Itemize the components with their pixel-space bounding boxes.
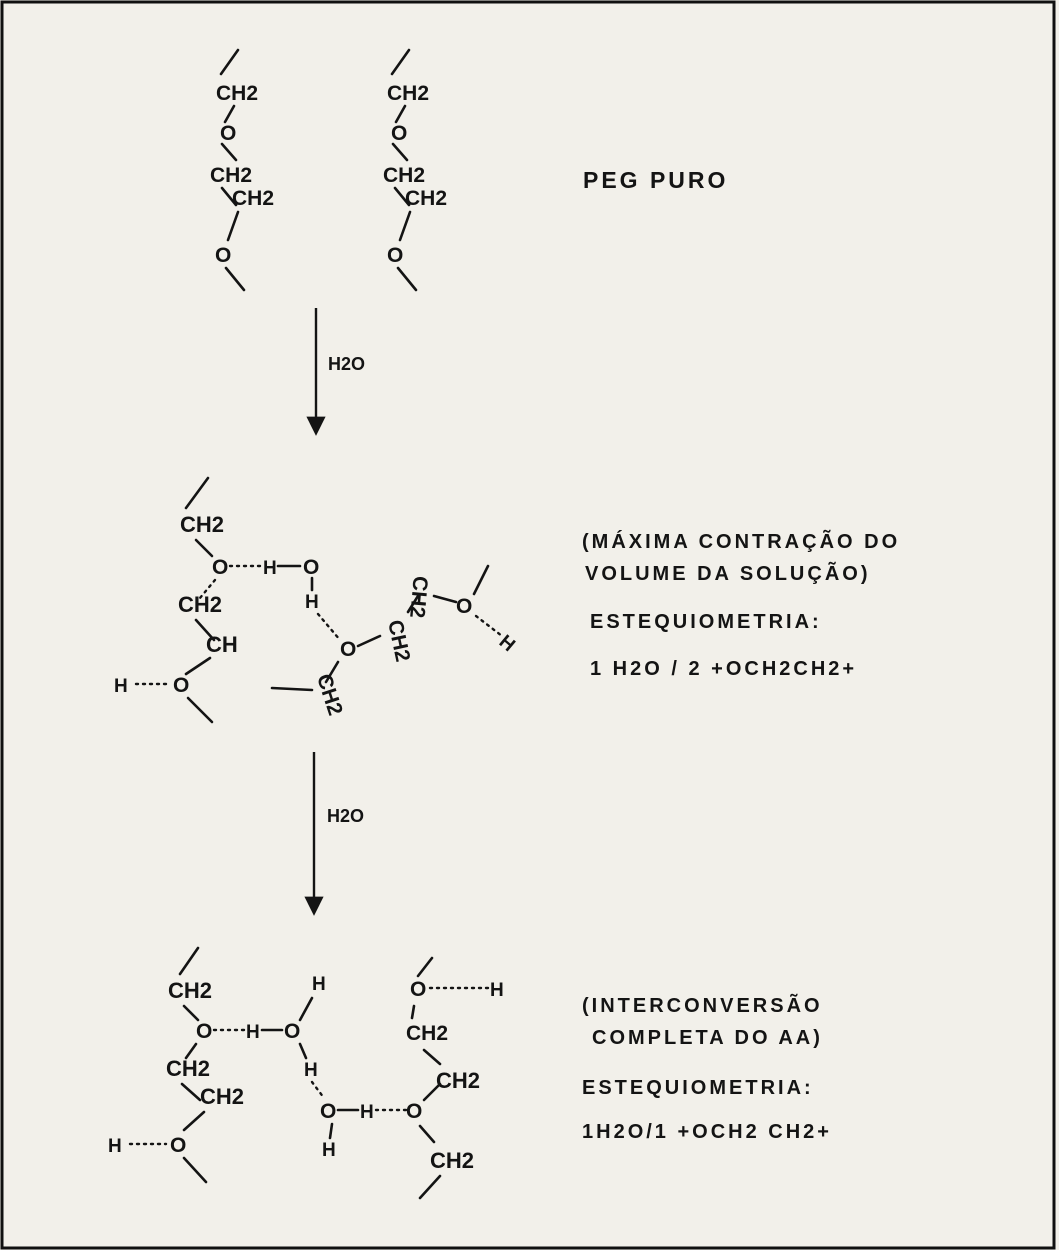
atom-ch2: CH2 [210, 164, 252, 187]
label-stoichiometry-title-1: ESTEQUIOMETRIA: [590, 611, 822, 633]
arrow-1: H2O [306, 308, 365, 436]
atom-o: O [340, 638, 356, 661]
atom-h: H [246, 1022, 260, 1043]
atom-o: O [320, 1100, 336, 1123]
label-max-contraction-line2: VOLUME DA SOLUÇÃO) [585, 562, 870, 585]
atom-o: O [170, 1134, 186, 1157]
label-stoichiometry-2: 1H2O/1 +OCH2 CH2+ [582, 1121, 832, 1143]
atom-o: O [215, 244, 231, 267]
atom-ch2: CH2 [405, 575, 432, 619]
atom-h: H [322, 1140, 336, 1161]
atom-ch2: CH2 [232, 187, 274, 210]
atom-ch2: CH2 [180, 512, 224, 537]
atom-h: H [305, 592, 319, 613]
arrow-2-label: H2O [327, 806, 364, 826]
structure-max-contraction: CH2 O H O H CH2 CH O H O CH2 CH2 CH2 O H [114, 476, 519, 724]
label-stoichiometry-1: 1 H2O / 2 +OCH2CH2+ [590, 658, 857, 680]
atom-o: O [410, 978, 426, 1001]
atom-h: H [312, 974, 326, 995]
atom-ch2: CH2 [216, 82, 258, 105]
atom-o: O [456, 595, 472, 618]
atom-h: H [263, 558, 277, 579]
label-interconversion-line2: COMPLETA DO AA) [592, 1027, 823, 1049]
atom-ch: CH [206, 632, 238, 657]
atom-o: O [212, 556, 228, 579]
atom-o: O [387, 244, 403, 267]
peg-chain-2: CH2 O CH2 CH2 O [383, 48, 447, 292]
label-stoichiometry-title-2: ESTEQUIOMETRIA: [582, 1077, 814, 1099]
structure-complete-interconversion: CH2 O H O H H CH2 CH2 O H O H H O CH2 CH… [108, 946, 504, 1200]
atom-ch2: CH2 [168, 978, 212, 1003]
atom-o: O [391, 122, 407, 145]
atom-o: O [303, 556, 319, 579]
atom-o: O [173, 674, 189, 697]
label-peg-puro: PEG PURO [583, 167, 728, 193]
atom-o: O [284, 1020, 300, 1043]
atom-h: H [114, 676, 128, 697]
atom-ch2: CH2 [178, 592, 222, 617]
atom-h: H [490, 980, 504, 1001]
label-max-contraction-line1: (MÁXIMA CONTRAÇÃO DO [582, 530, 900, 553]
atom-ch2: CH2 [436, 1068, 480, 1093]
structure-peg-pure: CH2 O CH2 CH2 O CH2 O CH2 CH2 O [210, 48, 447, 292]
atom-o: O [406, 1100, 422, 1123]
atom-ch2: CH2 [430, 1148, 474, 1173]
arrow-1-label: H2O [328, 354, 365, 374]
atom-ch2: CH2 [405, 187, 447, 210]
atom-ch2: CH2 [387, 82, 429, 105]
peg-chain-1: CH2 O CH2 CH2 O [210, 48, 274, 292]
atom-ch2: CH2 [383, 164, 425, 187]
atom-h: H [360, 1102, 374, 1123]
label-interconversion-line1: (INTERCONVERSÃO [582, 994, 823, 1017]
atom-o: O [220, 122, 236, 145]
arrow-2: H2O [304, 752, 364, 916]
atom-h: H [304, 1060, 318, 1081]
atom-ch2: CH2 [406, 1022, 448, 1045]
atom-ch2: CH2 [166, 1056, 210, 1081]
atom-o: O [196, 1020, 212, 1043]
atom-h: H [108, 1136, 122, 1157]
atom-ch2: CH2 [200, 1084, 244, 1109]
